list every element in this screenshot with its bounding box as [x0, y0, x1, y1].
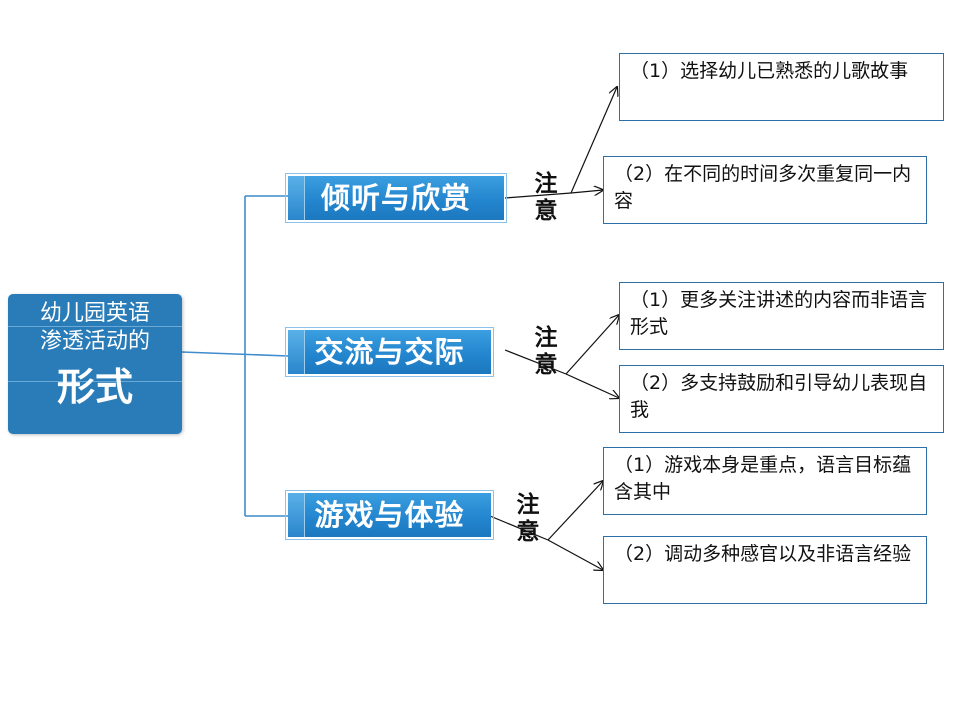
note-label-1: 注 意: [533, 170, 559, 224]
branch-games: 游戏与体验: [285, 490, 494, 540]
note-char: 注: [534, 170, 558, 197]
note-char: 意: [534, 197, 558, 224]
note-char: 意: [516, 518, 540, 545]
leaf-text: （1）游戏本身是重点，语言目标蕴含其中: [614, 454, 912, 503]
leaf-2-1: （1）更多关注讲述的内容而非语言形式: [619, 282, 944, 350]
leaf-text: （1）选择幼儿已熟悉的儿歌故事: [630, 60, 909, 82]
leaf-text: （2）调动多种感官以及非语言经验: [614, 543, 912, 565]
root-connector: [181, 351, 289, 357]
leaf-text: （2）多支持鼓励和引导幼儿表现自我: [630, 372, 928, 421]
branch-tag: [288, 493, 305, 537]
root-title-line2: 渗透活动的: [39, 329, 150, 354]
arrow-3-2: [547, 539, 603, 570]
branch-listening: 倾听与欣赏: [285, 173, 507, 223]
leaf-3-2: （2）调动多种感官以及非语言经验: [603, 536, 927, 604]
leaf-3-1: （1）游戏本身是重点，语言目标蕴含其中: [603, 447, 927, 515]
note-char: 注: [534, 324, 558, 351]
arrow-3-1: [547, 481, 603, 541]
arrow-2-0: [504, 349, 567, 375]
note-char: 意: [534, 351, 558, 378]
branch-label: 倾听与欣赏: [320, 181, 471, 215]
branch-tag: [288, 330, 305, 374]
leaf-text: （1）更多关注讲述的内容而非语言形式: [630, 289, 928, 338]
arrow-1-2: [570, 190, 603, 193]
branch-communication: 交流与交际: [285, 327, 494, 377]
root-node: 幼儿园英语 渗透活动的 形式: [8, 294, 182, 434]
arrow-2-2: [565, 373, 619, 398]
leaf-1-1: （1）选择幼儿已熟悉的儿歌故事: [619, 53, 944, 121]
leaf-text: （2）在不同的时间多次重复同一内容: [614, 163, 912, 212]
arrow-1-1: [504, 192, 572, 199]
arrow-1-1b: [570, 87, 617, 194]
root-title-line1: 幼儿园英语: [39, 301, 150, 326]
branch-tag: [288, 176, 305, 220]
leaf-2-2: （2）多支持鼓励和引导幼儿表现自我: [619, 365, 944, 433]
note-label-2: 注 意: [533, 324, 559, 378]
branch-label: 交流与交际: [314, 335, 465, 369]
root-title-line3: 形式: [56, 365, 133, 409]
leaf-1-2: （2）在不同的时间多次重复同一内容: [603, 156, 927, 224]
arrow-3-0: [489, 515, 549, 541]
arrow-2-1: [565, 315, 619, 375]
note-char: 注: [516, 491, 540, 518]
root-band: [8, 326, 182, 382]
note-label-3: 注 意: [515, 491, 541, 545]
branch-label: 游戏与体验: [314, 498, 465, 532]
